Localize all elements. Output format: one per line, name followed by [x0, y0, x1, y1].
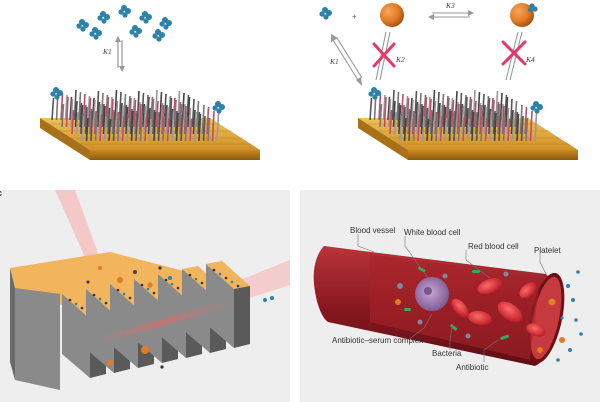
complex-sphere — [510, 3, 534, 27]
binding-arrow — [115, 36, 125, 72]
label-bacteria: Bacteria — [432, 349, 462, 358]
platelets — [397, 271, 509, 339]
label-white-blood-cell: White blood cell — [404, 228, 461, 237]
panel-b-illustration: + — [319, 3, 578, 160]
panel-d: d Blood vessel White blood cell Red bloo… — [300, 190, 600, 402]
label-antibiotic-serum-complex: Antibiotic–serum complex — [332, 336, 424, 345]
white-blood-cell — [415, 277, 449, 311]
plus-sign: + — [352, 12, 357, 21]
panel-b: + — [300, 0, 600, 180]
label-leaders — [357, 234, 547, 362]
serum-sphere — [380, 3, 404, 27]
self-assembled-monolayer — [50, 87, 225, 142]
rate-label-k1: K1 — [330, 57, 339, 66]
label-blood-vessel: Blood vessel — [350, 226, 396, 235]
sensor-chip — [10, 252, 250, 390]
panel-c-illustration — [10, 190, 290, 390]
label-red-blood-cell: Red blood cell — [468, 242, 519, 251]
blocked-cross-k4 — [501, 40, 527, 66]
complex-arrow — [428, 10, 474, 20]
panel-a-illustration — [40, 5, 260, 160]
antibiotics — [556, 270, 583, 362]
free-molecules — [76, 5, 172, 42]
panel-c: c — [0, 190, 290, 402]
particles — [86, 266, 274, 369]
binding-arrow-diagonal — [331, 34, 363, 86]
label-antibiotic: Antibiotic — [456, 363, 489, 372]
panel-d-illustration — [313, 234, 583, 366]
red-blood-cells — [451, 278, 546, 337]
self-assembled-monolayer — [368, 87, 543, 142]
panel-a: K1 — [0, 0, 280, 180]
blocked-cross-k2 — [372, 42, 396, 68]
antibiotic-serum-complexes — [395, 298, 565, 353]
free-molecule — [319, 7, 332, 20]
label-platelet: Platelet — [534, 246, 561, 255]
rate-label-k1: K1 — [103, 47, 112, 56]
rate-label-k4: K4 — [526, 55, 535, 64]
rate-label-k3: K3 — [446, 1, 455, 10]
rate-label-k2: K2 — [396, 55, 405, 64]
panel-letter-c: c — [0, 190, 2, 198]
